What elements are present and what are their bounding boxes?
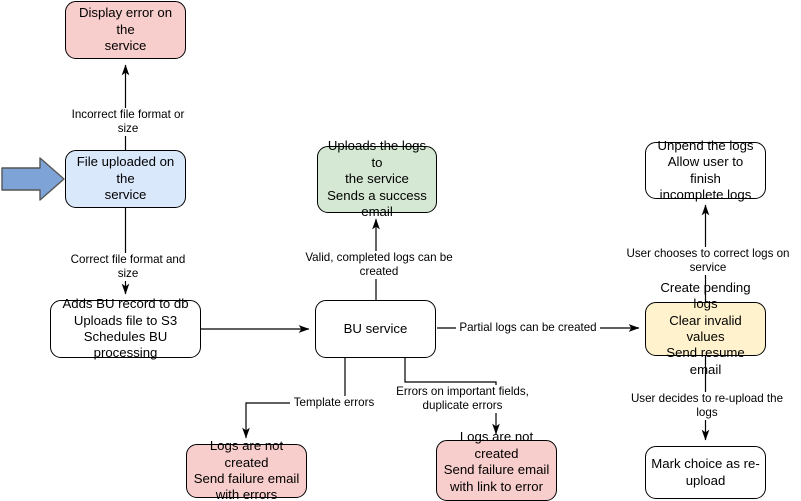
node-display-error[interactable]: Display error on the service (65, 1, 186, 59)
edge-label-user-decides-to-re-upload-the-logs: User decides to re-upload the logs (617, 392, 797, 420)
node-mark-choice-as-re-upload[interactable]: Mark choice as re- upload (645, 446, 766, 499)
node-uploads-the-logs-to-the-service[interactable]: Uploads the logs to the service Sends a … (317, 138, 437, 219)
input-arrow-icon (1, 157, 65, 201)
node-bu-service[interactable]: BU service (315, 300, 436, 358)
node-create-pending-logs[interactable]: Create pending logs Clear invalid values… (645, 280, 766, 377)
edge-label-user-chooses-to-correct-logs-on-service: User chooses to correct logs on service (609, 247, 801, 275)
edge-label-incorrect-file-format-or-size: Incorrect file format or size (58, 108, 198, 136)
edge-label-valid-completed-logs-can-be-created: Valid, completed logs can be created (283, 251, 475, 279)
node-file-uploaded-on-the-service[interactable]: File uploaded on the service (65, 150, 186, 208)
node-logs-not-created-with-errors[interactable]: Logs are not created Send failure email … (186, 438, 307, 501)
edge-label-partial-logs-can-be-created: Partial logs can be created (456, 321, 600, 335)
node-unpend-the-logs[interactable]: Unpend the logs Allow user to finish inc… (645, 138, 766, 202)
edge-label-errors-on-important-fields: Errors on important fields, duplicate er… (392, 385, 533, 413)
node-logs-not-created-with-error-summary[interactable]: Logs are not created Send failure email … (436, 429, 557, 501)
node-adds-bu-record-to-db[interactable]: Adds BU record to db Uploads file to S3 … (50, 296, 201, 360)
edge-label-template-errors: Template errors (290, 396, 378, 410)
edge-label-correct-file-format-and-size: Correct file format and size (57, 253, 199, 281)
